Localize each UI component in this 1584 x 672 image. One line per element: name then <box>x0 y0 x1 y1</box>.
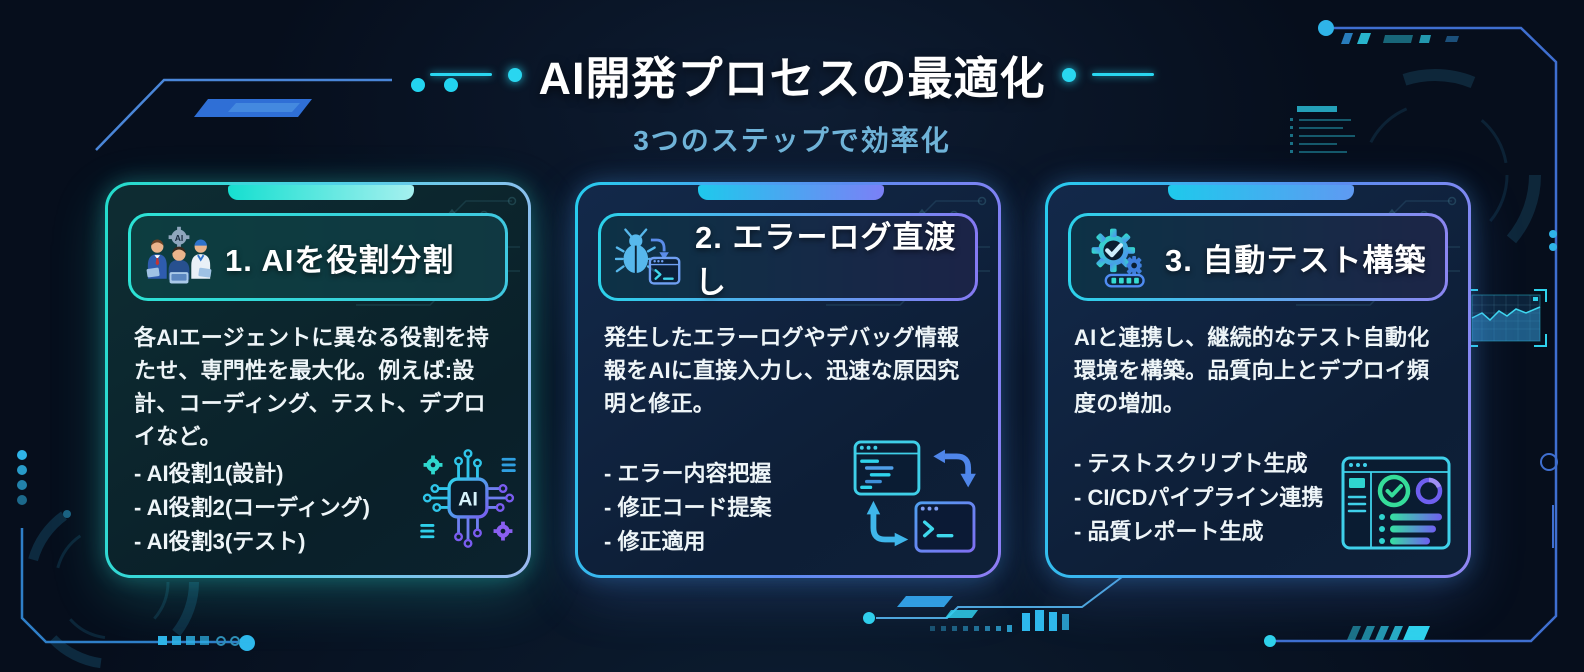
page-header: AI開発プロセスの最適化 3つのステップで効率化 <box>0 42 1584 159</box>
step-title: 2. エラーログ直渡し <box>695 220 957 300</box>
hud-bottom-center <box>863 576 1123 632</box>
bullet-item: - AI役割2(コーディング) <box>134 495 370 520</box>
ai-chip-icon: AI <box>420 449 516 548</box>
test-dashboard-icon <box>1341 456 1451 550</box>
bullet-item: - 品質レポート生成 <box>1074 519 1264 544</box>
step-description: AIと連携し、継続的なテスト自動化環境を構築。品質向上とデプロイ頻度の増加。 <box>1074 325 1430 416</box>
card-top-tab <box>228 185 414 200</box>
page-title: AI開発プロセスの最適化 <box>538 53 1046 104</box>
hud-mini-list <box>1290 106 1355 153</box>
title-line-right <box>1091 73 1154 76</box>
bullet-item: - エラー内容把握 <box>604 461 772 486</box>
card-top-tab <box>698 185 884 200</box>
bullet-item: - AI役割3(テスト) <box>134 529 306 554</box>
step-bullets: - テストスクリプト生成 - CI/CDパイプライン連携 - 品質レポート生成 <box>1074 447 1323 549</box>
step-title: 1. AIを役割分割 <box>225 242 455 278</box>
code-terminal-sync-icon <box>853 440 976 553</box>
bullet-item: - 修正適用 <box>604 529 706 554</box>
hud-bottom-left <box>17 450 255 669</box>
step-bullets: - AI役割1(設計) - AI役割2(コーディング) - AI役割3(テスト) <box>134 457 370 559</box>
svg-text:AI: AI <box>175 233 184 243</box>
card-top-tab <box>1168 185 1354 200</box>
card-header: 3. 自動テスト構築 <box>1068 213 1448 301</box>
page-subtitle: 3つのステップで効率化 <box>633 125 951 156</box>
team-ai-icon: AI <box>146 226 212 284</box>
mini-chart-widget <box>1465 289 1547 347</box>
gear-check-icon <box>1091 228 1145 288</box>
card-header: 2. エラーログ直渡し <box>598 213 978 301</box>
step-card-1: AI <box>105 182 531 578</box>
card-header: AI <box>128 213 508 301</box>
hud-top-left <box>95 78 458 151</box>
hud-right-dots <box>1540 230 1558 548</box>
bug-to-terminal-icon <box>615 228 681 285</box>
step-bullets: - エラー内容把握 - 修正コード提案 - 修正適用 <box>604 457 771 559</box>
svg-text:AI: AI <box>458 489 478 511</box>
step-title: 3. 自動テスト構築 <box>1165 242 1427 278</box>
step-description: 各AIエージェントに異なる役割を持たせ、専門性を最大化。例えば:設計、コーディン… <box>134 325 489 449</box>
step-card-2: 2. エラーログ直渡し 発生したエラーログやデバッグ情報報をAIに直接入力し、迅… <box>575 182 1001 578</box>
step-description: 発生したエラーログやデバッグ情報報をAIに直接入力し、迅速な原因究明と修正。 <box>604 325 960 416</box>
hud-right-frame <box>1264 20 1558 647</box>
bullet-item: - AI役割1(設計) <box>134 461 284 486</box>
bullet-item: - テストスクリプト生成 <box>1074 451 1308 476</box>
hud-arc-rings <box>1329 69 1541 281</box>
title-dot-left <box>508 67 523 82</box>
bullet-item: - CI/CDパイプライン連携 <box>1074 485 1324 510</box>
bullet-item: - 修正コード提案 <box>604 495 772 520</box>
title-dot-right <box>1061 67 1076 82</box>
title-line-left <box>430 73 493 76</box>
step-card-3: 3. 自動テスト構築 AIと連携し、継続的なテスト自動化環境を構築。品質向上とデ… <box>1045 182 1471 578</box>
